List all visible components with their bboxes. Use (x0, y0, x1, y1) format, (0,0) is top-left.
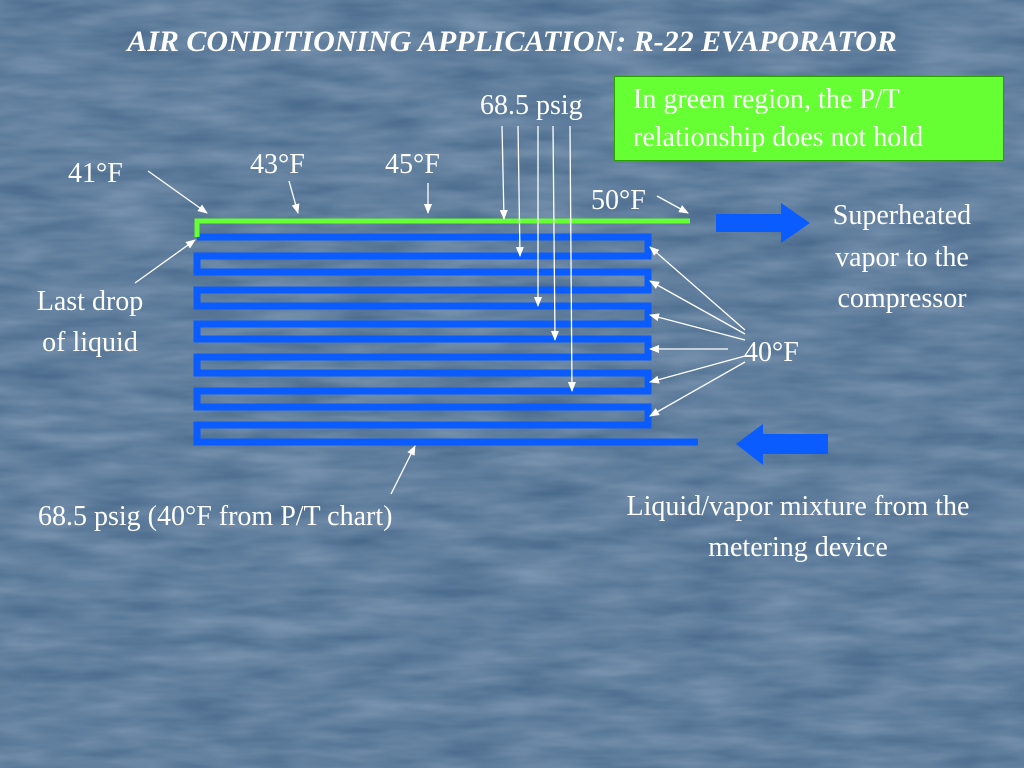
label-50f: 50°F (591, 185, 646, 216)
pointer-psig-top-4 (550, 125, 559, 341)
label-41f: 41°F (68, 158, 123, 189)
pointer-40f-6 (649, 361, 746, 417)
slide-title: AIR CONDITIONING APPLICATION: R-22 EVAPO… (127, 25, 897, 58)
label-last-drop-line-1: Last drop (36, 286, 144, 317)
inlet-arrow (736, 424, 828, 465)
outlet-arrow (716, 203, 810, 243)
superheat-line (194, 218, 690, 237)
label-superheated-line-3: compressor (837, 283, 967, 314)
pointer-psig-bottom (390, 445, 416, 495)
pointer-40f-2 (649, 280, 746, 335)
label-last-drop-line-2: of liquid (42, 327, 138, 358)
callout-line-2: relationship does not hold (633, 122, 924, 153)
label-psig-bottom: 68.5 psig (40°F from P/T chart) (38, 501, 393, 532)
pointer-41f (147, 170, 208, 214)
label-mixture-line-2: metering device (708, 532, 888, 563)
pointer-psig-top-1 (499, 125, 508, 220)
pointer-40f-5 (649, 355, 746, 384)
pointer-50f (656, 195, 689, 214)
label-mixture-line-1: Liquid/vapor mixture from the (626, 491, 970, 522)
evaporator-coil (193, 233, 698, 446)
pointer-psig-top-2 (515, 125, 524, 257)
label-superheated-line-1: Superheated (832, 200, 972, 231)
label-40f: 40°F (744, 337, 799, 368)
callout-line-1: In green region, the P/T (633, 84, 900, 115)
label-psig-top: 68.5 psig (480, 90, 583, 121)
pointer-40f-3 (649, 313, 746, 341)
pointer-43f (288, 180, 300, 214)
label-45f: 45°F (385, 149, 440, 180)
green-region-callout: In green region, the P/T relationship do… (614, 76, 1004, 161)
label-43f: 43°F (250, 149, 305, 180)
pointer-psig-top-5 (567, 125, 576, 392)
pointer-last-drop (134, 239, 196, 284)
label-superheated-line-2: vapor to the (835, 242, 969, 273)
pointer-40f-1 (649, 246, 746, 331)
